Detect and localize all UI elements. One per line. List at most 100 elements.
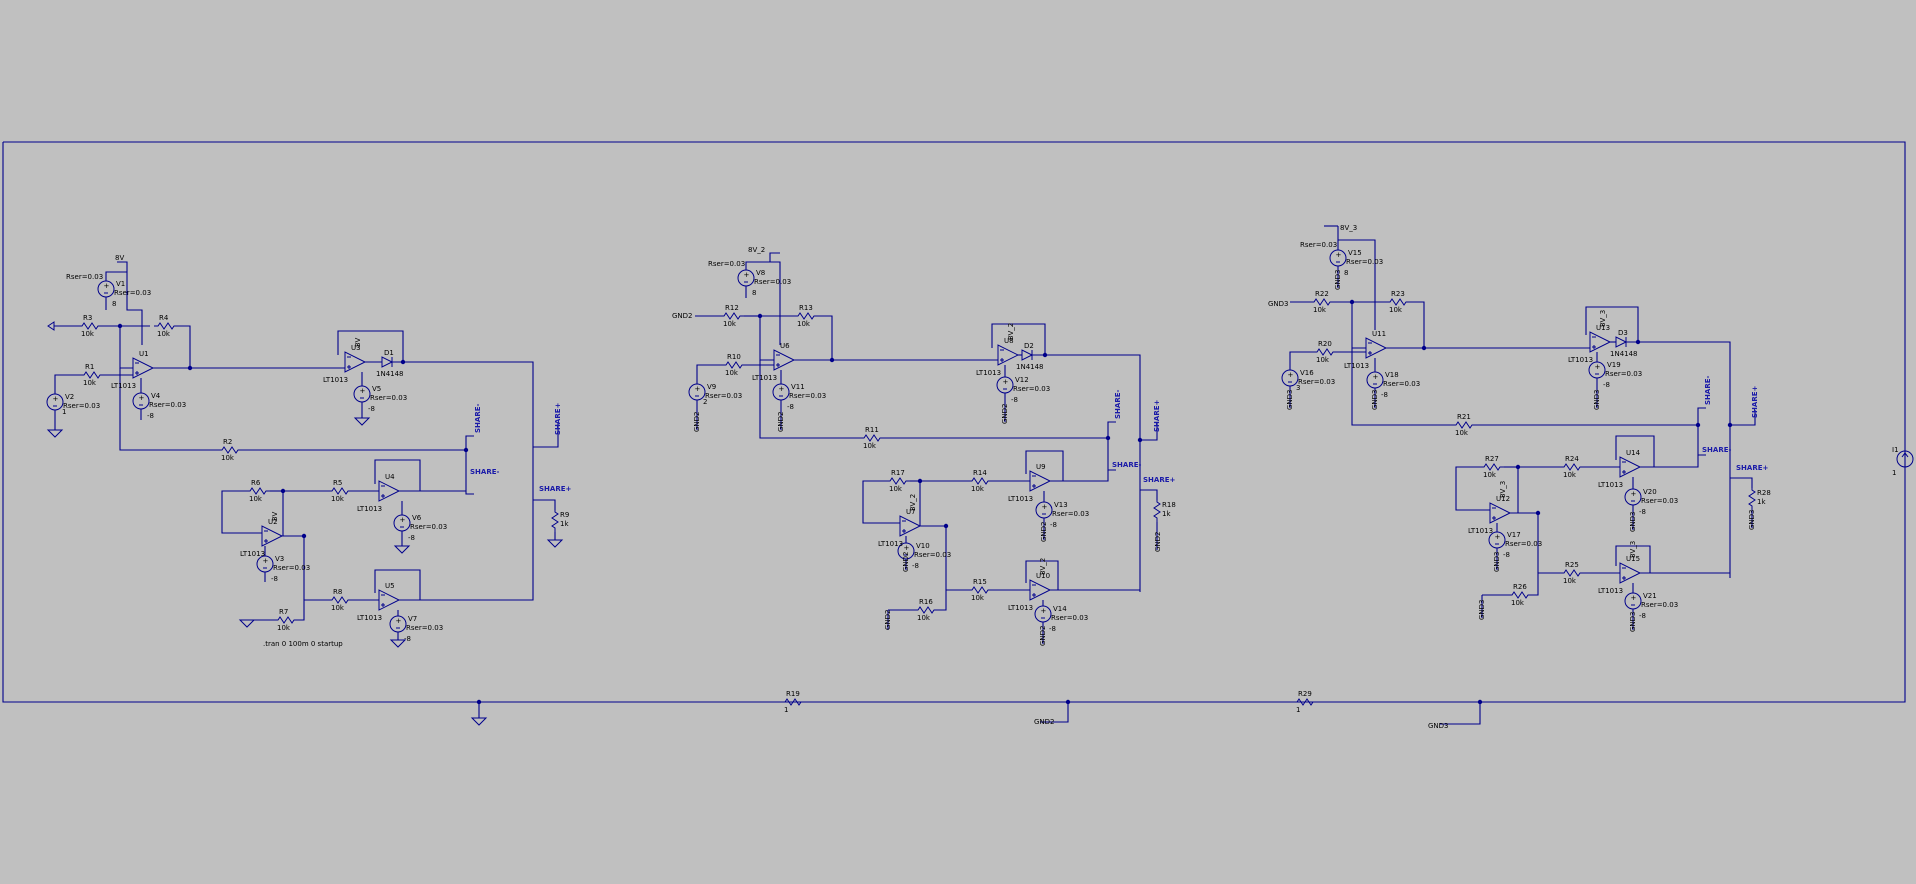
resistor xyxy=(274,616,298,624)
opamp-model: LT1013 xyxy=(357,614,382,622)
opamp-ref: U12 xyxy=(1496,495,1510,503)
resistor-ref: R5 xyxy=(333,479,342,487)
ground-symbol xyxy=(393,545,411,554)
diode-ref: D3 xyxy=(1618,329,1628,337)
source-ref: V8 xyxy=(756,269,765,277)
resistor-ref: R9 xyxy=(560,511,569,519)
source-value: -8 xyxy=(1603,381,1610,389)
opamp-model: LT1013 xyxy=(1008,495,1033,503)
resistor-value: 10k xyxy=(1389,306,1403,314)
gnd-flag: GND3 xyxy=(1629,511,1637,532)
wire xyxy=(1351,348,1452,426)
resistor-value: 10k xyxy=(1563,471,1577,479)
resistor-ref: R20 xyxy=(1318,340,1332,348)
net-flag: 8V_3 xyxy=(1340,224,1357,232)
junction-dot xyxy=(1535,510,1541,516)
resistor xyxy=(1313,348,1337,356)
opamp-ref: U2 xyxy=(268,518,278,526)
resistor-ref: R14 xyxy=(973,469,987,477)
resistor xyxy=(1386,298,1410,306)
resistor-ref: R25 xyxy=(1565,561,1579,569)
gnd-flag: GND2 xyxy=(1040,521,1048,542)
source-ref: V7 xyxy=(408,615,417,623)
wire xyxy=(374,569,421,600)
resistor-ref: R17 xyxy=(891,469,905,477)
net-label: SHARE- xyxy=(1112,461,1141,469)
resistor-value: 10k xyxy=(81,330,95,338)
gnd3-flag: GND3 xyxy=(1428,722,1449,730)
wire xyxy=(465,450,474,495)
gnd2-flag: GND2 xyxy=(672,312,693,320)
source-ref: V9 xyxy=(707,383,716,391)
net-label: SHARE- xyxy=(470,468,499,476)
resistor xyxy=(860,434,884,442)
opamp-rail: 8V_3 xyxy=(1629,541,1637,558)
source-ref: V6 xyxy=(412,514,422,522)
opamp-model: LT1013 xyxy=(323,376,348,384)
source-value: -8 xyxy=(368,405,375,413)
wire xyxy=(745,261,781,345)
source-ref: V10 xyxy=(916,542,930,550)
wire xyxy=(1025,560,1059,590)
diode-ref: D1 xyxy=(384,349,394,357)
source-ref: V15 xyxy=(1348,249,1362,257)
wire xyxy=(1455,466,1490,511)
net-label: SHARE+ xyxy=(1153,400,1161,432)
resistor-value: 1k xyxy=(560,520,569,528)
opamp xyxy=(132,357,155,379)
opamp-ref: U7 xyxy=(906,508,916,516)
opamp xyxy=(773,349,796,371)
voltage-source: + xyxy=(46,393,64,411)
plus-sign: + xyxy=(53,395,59,403)
resistor-value: 10k xyxy=(1455,429,1469,437)
resistor-ref: R7 xyxy=(279,608,288,616)
wire xyxy=(119,326,133,369)
plus-sign: + xyxy=(1041,607,1047,615)
net-label: SHARE+ xyxy=(539,485,571,493)
resistor xyxy=(218,446,242,454)
resistor-ref: R6 xyxy=(251,479,261,487)
resistor-ref: R26 xyxy=(1513,583,1527,591)
resistor-ref: R28 xyxy=(1757,489,1771,497)
opamp-ref: U13 xyxy=(1596,324,1610,332)
wire xyxy=(1050,470,1109,482)
junction-dot xyxy=(1042,352,1048,358)
diode xyxy=(1021,349,1034,361)
plus-sign: + xyxy=(104,282,110,290)
gnd-flag: GND3 xyxy=(1748,509,1756,530)
voltage-source: + xyxy=(772,383,790,401)
gnd-flag: GND2 xyxy=(902,551,910,572)
plus-sign: + xyxy=(1042,503,1048,511)
diode xyxy=(381,356,394,368)
wire xyxy=(392,361,534,500)
source-ref: V5 xyxy=(372,385,381,393)
opamp-model: LT1013 xyxy=(111,382,136,390)
gnd-flag: GND3 xyxy=(1493,551,1501,572)
resistor-value: 1k xyxy=(1757,498,1766,506)
wire xyxy=(337,330,404,362)
source-rser: Rser=0.03 xyxy=(708,260,745,268)
source-ref: V21 xyxy=(1643,592,1657,600)
resistor-value: 10k xyxy=(277,624,291,632)
source-ref: V3 xyxy=(275,555,284,563)
resistor-value: 10k xyxy=(797,320,811,328)
ground-symbol xyxy=(238,619,256,628)
plus-sign: + xyxy=(1495,533,1501,541)
resistor xyxy=(722,361,746,369)
resistor-ref: R22 xyxy=(1315,290,1329,298)
diode xyxy=(1615,336,1628,348)
resistor xyxy=(154,322,178,330)
resistor-value: 10k xyxy=(723,320,737,328)
resistor xyxy=(968,477,992,485)
resistor-ref: R18 xyxy=(1162,501,1176,509)
resistor-ref: R27 xyxy=(1485,455,1499,463)
resistor-ref: R2 xyxy=(223,438,232,446)
source-rser: Rser=0.03 xyxy=(914,551,951,559)
resistor xyxy=(551,508,559,532)
resistor-value: 10k xyxy=(1313,306,1327,314)
resistor-ref: R29 xyxy=(1298,690,1312,698)
gnd3-flag: GND3 xyxy=(1268,300,1289,308)
resistor-ref: R13 xyxy=(799,304,813,312)
source-value: -8 xyxy=(912,562,919,570)
voltage-source: + xyxy=(737,269,755,287)
